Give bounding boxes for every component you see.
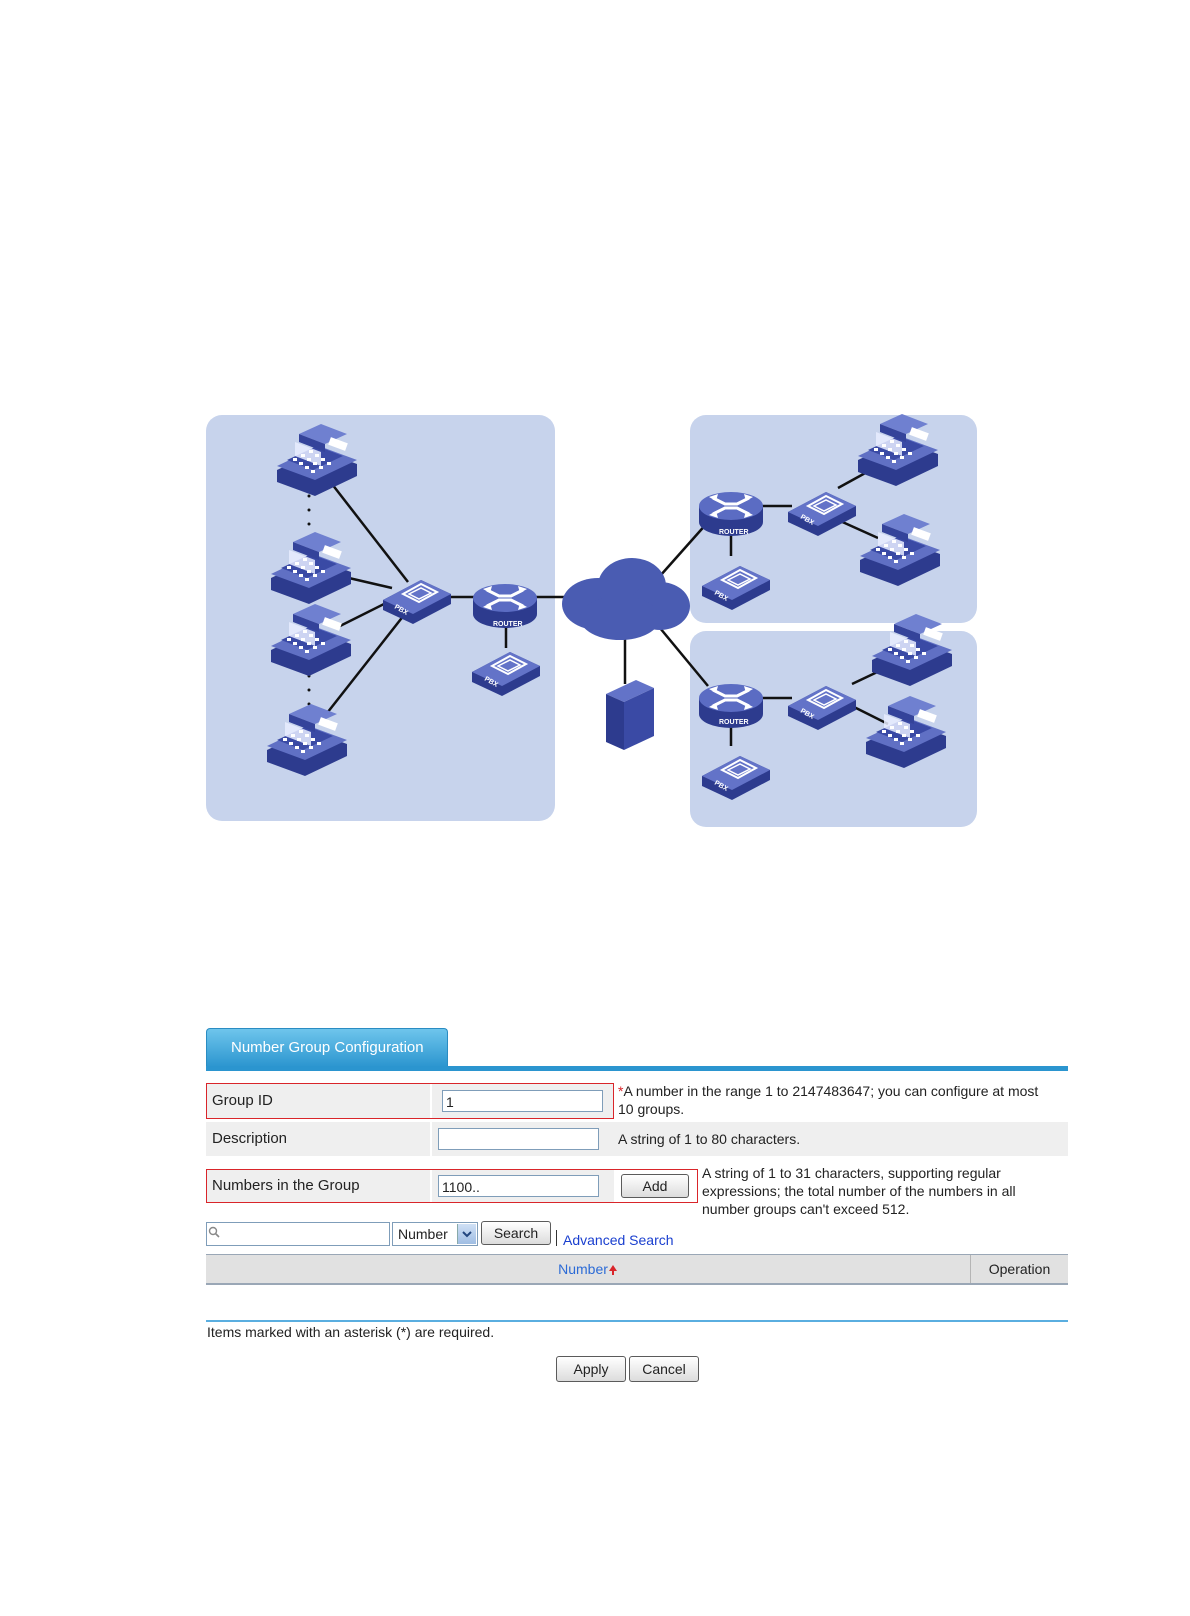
chevron-down-icon[interactable] <box>457 1224 476 1244</box>
network-diagram: ROUTER ROUTER ROUTER PBX PBX PBX PBX PBX… <box>206 414 977 827</box>
number-table-header: Number Operation <box>206 1254 1068 1285</box>
numbers-input[interactable]: 1100.. <box>438 1175 599 1197</box>
description-label-cell: Description <box>206 1122 430 1156</box>
required-asterisk: * <box>618 1083 624 1099</box>
add-button[interactable]: Add <box>621 1174 689 1198</box>
group-id-label: Group ID <box>212 1092 273 1109</box>
group-id-row: Group ID 1 <box>206 1084 1068 1118</box>
divider <box>556 1230 557 1246</box>
router-label: ROUTER <box>493 621 523 628</box>
numbers-hint-line3: number groups can't exceed 512. <box>702 1201 910 1217</box>
search-icon <box>208 1226 220 1238</box>
required-note: Items marked with an asterisk (*) are re… <box>207 1324 495 1340</box>
description-hint-cell <box>612 1122 1068 1156</box>
search-button[interactable]: Search <box>481 1221 551 1245</box>
numbers-hint-line2: expressions; the total number of the num… <box>702 1183 1016 1199</box>
description-label: Description <box>212 1130 288 1147</box>
config-tab-bar: Number Group Configuration <box>206 1028 1068 1072</box>
column-header-operation: Operation <box>988 1261 1051 1277</box>
search-input[interactable] <box>206 1222 390 1246</box>
description-input[interactable] <box>438 1128 599 1150</box>
numbers-label: Numbers in the Group <box>212 1177 360 1194</box>
advanced-search-link[interactable]: Advanced Search <box>563 1232 674 1248</box>
search-field-value: Number <box>398 1226 448 1242</box>
tab-title: Number Group Configuration <box>231 1039 424 1056</box>
search-field-select[interactable]: Number <box>392 1222 478 1246</box>
group-id-hint-line1: A number in the range 1 to 2147483647; y… <box>623 1083 1039 1099</box>
numbers-highlight <box>206 1169 698 1203</box>
server-icon <box>606 680 654 750</box>
tab-number-group-configuration[interactable]: Number Group Configuration <box>206 1028 448 1067</box>
column-number-label: Number <box>558 1261 608 1277</box>
router-label: ROUTER <box>719 529 749 536</box>
tab-underline <box>206 1066 1068 1071</box>
numbers-hint: A string of 1 to 31 characters, supporti… <box>702 1164 1068 1218</box>
description-row: Description A string of 1 to 80 characte… <box>206 1122 1068 1156</box>
cancel-button[interactable]: Cancel <box>629 1356 699 1382</box>
group-id-hint-line2: 10 groups. <box>618 1101 685 1117</box>
up-arrow-icon <box>608 1265 617 1276</box>
numbers-row: Numbers in the Group 1100.. <box>206 1169 1068 1203</box>
apply-button[interactable]: Apply <box>556 1356 626 1382</box>
group-id-label-cell: Group ID <box>206 1084 430 1118</box>
column-header-number[interactable]: Number <box>206 1255 971 1283</box>
form-bottom-line <box>206 1320 1068 1322</box>
cloud-icon <box>562 558 690 640</box>
description-hint: A string of 1 to 80 characters. <box>618 1131 801 1147</box>
numbers-label-cell: Numbers in the Group <box>206 1169 430 1203</box>
group-id-hint: *A number in the range 1 to 2147483647; … <box>618 1082 1068 1118</box>
group-id-input[interactable]: 1 <box>442 1090 603 1112</box>
numbers-hint-line1: A string of 1 to 31 characters, supporti… <box>702 1165 1001 1181</box>
router-label: ROUTER <box>719 719 749 726</box>
group-id-highlight <box>206 1083 614 1119</box>
